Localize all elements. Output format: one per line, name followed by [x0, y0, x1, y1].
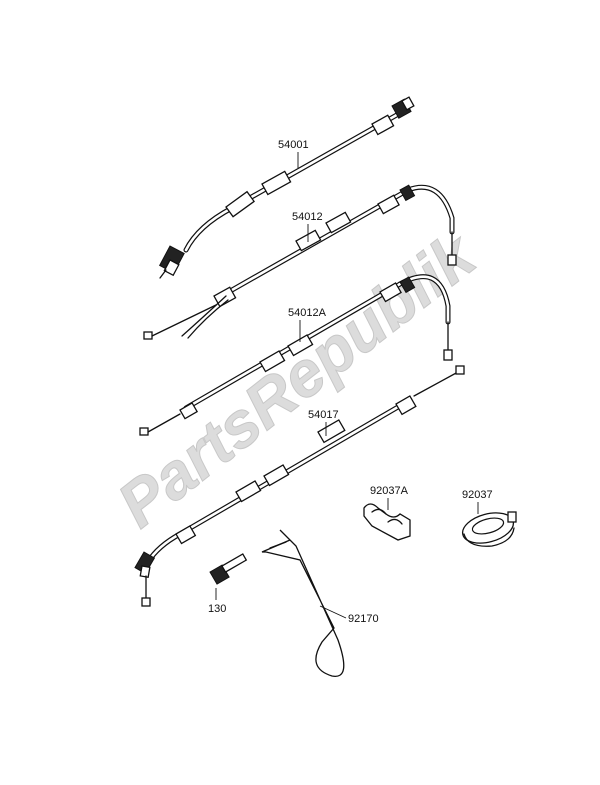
grommet-92037: [461, 511, 517, 547]
bracket-92170: [261, 529, 345, 677]
callouts: 54001 54012 54012A 54017 92037A 92037 13…: [208, 139, 493, 625]
cable-54012A: [139, 274, 453, 436]
callout-54012: 54012: [292, 211, 323, 223]
callout-92037: 92037: [462, 489, 493, 501]
callout-54001: 54001: [278, 139, 309, 151]
callout-54012A: 54012A: [288, 307, 327, 319]
callout-92037A: 92037A: [370, 485, 409, 497]
callout-92170: 92170: [348, 613, 379, 625]
callout-130: 130: [208, 603, 226, 615]
callout-54017: 54017: [308, 409, 339, 421]
cable-54012: [143, 184, 457, 340]
cable-54001: [158, 96, 415, 279]
clamp-92037A: [363, 503, 411, 541]
cable-54017: [134, 365, 465, 607]
bolt-130: [209, 553, 248, 585]
